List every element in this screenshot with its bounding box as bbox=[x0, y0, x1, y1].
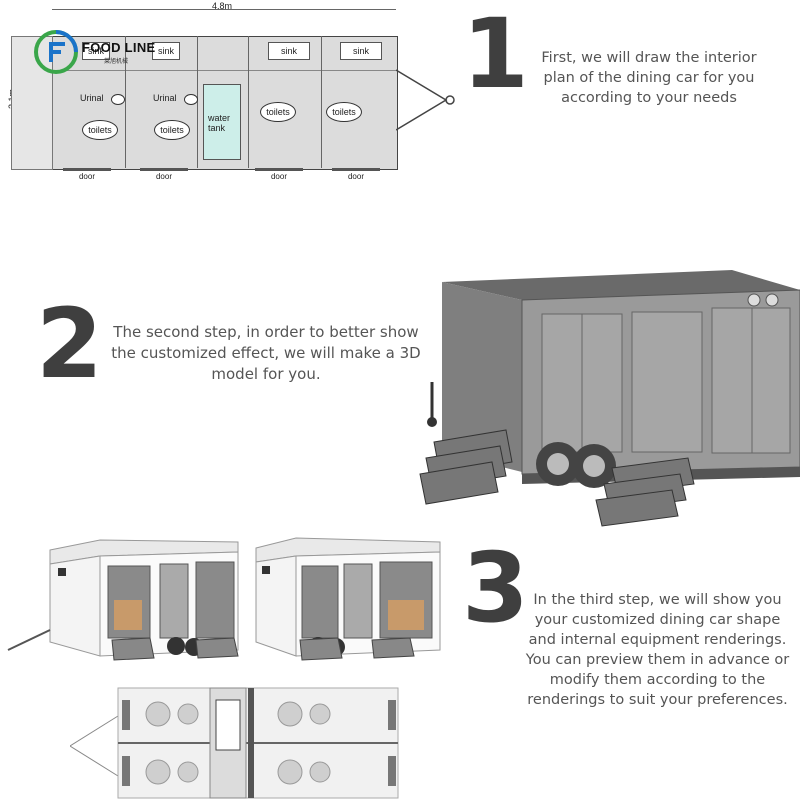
trailer-exterior-renderings bbox=[7, 537, 441, 661]
divider-4 bbox=[321, 36, 322, 168]
trailer-render-left bbox=[7, 539, 239, 661]
toilet-4: toilets bbox=[326, 102, 362, 122]
urinal-icon-2 bbox=[184, 94, 198, 105]
step-3-text: In the third step, we will show you your… bbox=[525, 592, 790, 708]
step-2-text: The second step, in order to better show… bbox=[111, 323, 421, 383]
urinal-label-2: Urinal bbox=[153, 93, 177, 103]
divider-1 bbox=[125, 36, 126, 168]
floor-plan: 4.8m 2.1m sink sink sink sink Urinal Uri… bbox=[0, 0, 470, 190]
toilet-3: toilets bbox=[260, 102, 296, 122]
trailer-3d-model-render bbox=[419, 270, 800, 527]
sink-box-2: sink bbox=[152, 42, 180, 60]
step-1-text: First, we will draw the interior plan of… bbox=[541, 50, 757, 106]
door-bar-2 bbox=[140, 168, 188, 171]
top-strip bbox=[52, 70, 396, 71]
sink-box-4: sink bbox=[340, 42, 382, 60]
step-1-number: 1 bbox=[462, 0, 529, 110]
food-line-logo-icon bbox=[34, 30, 78, 74]
water-tank: water tank bbox=[203, 84, 241, 160]
urinal-label-1: Urinal bbox=[80, 93, 104, 103]
divider-2 bbox=[197, 36, 198, 168]
divider-3 bbox=[248, 36, 249, 168]
sink-box-3: sink bbox=[268, 42, 310, 60]
trailer-front-panel bbox=[11, 36, 53, 170]
step-2-number: 2 bbox=[36, 288, 103, 400]
width-label: 4.8m bbox=[212, 1, 233, 11]
width-dimension-line bbox=[52, 9, 396, 10]
step-3-number: 3 bbox=[462, 532, 529, 644]
trailer-render-right bbox=[255, 537, 441, 661]
tow-hitch bbox=[396, 69, 455, 131]
urinal-icon-1 bbox=[111, 94, 125, 105]
door-label-3: door bbox=[270, 172, 287, 181]
toilet-1: toilets bbox=[82, 120, 118, 140]
sink-box-1: sink bbox=[82, 42, 110, 60]
logo-text: FOOD LINE bbox=[82, 40, 156, 55]
door-bar-3 bbox=[255, 168, 303, 171]
door-label-4: door bbox=[347, 172, 364, 181]
logo-subtitle: 莱旭机械 bbox=[104, 59, 129, 65]
door-bar-1 bbox=[63, 168, 111, 171]
door-label-1: door bbox=[78, 172, 95, 181]
door-bar-4 bbox=[332, 168, 380, 171]
toilet-2: toilets bbox=[154, 120, 190, 140]
interior-top-view-rendering bbox=[70, 687, 399, 799]
door-label-2: door bbox=[155, 172, 172, 181]
